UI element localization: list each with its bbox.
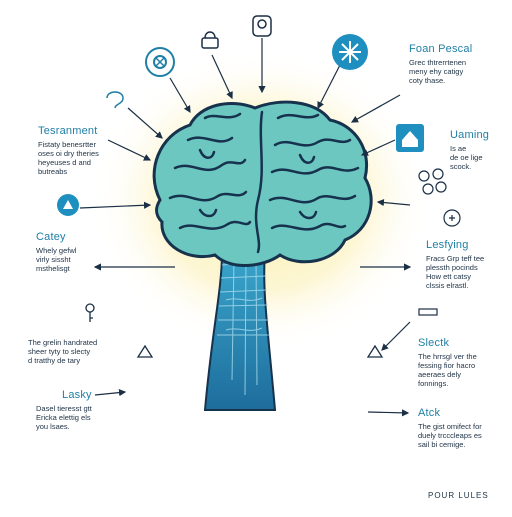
label-right-bottom-body: The gist omifect for duely trcccleaps es… xyxy=(418,422,482,449)
label-left-top-title: Tesranment xyxy=(38,125,98,137)
bulb-icon xyxy=(332,34,368,70)
label-left-top-body: Fistaty benesrtter oses oi dry theries h… xyxy=(38,140,99,176)
label-right-low-title: Slectk xyxy=(418,337,450,349)
label-left-bottom-body: Dasel tieresst gtt Ericka elettig els yo… xyxy=(36,404,92,431)
key-icon xyxy=(85,303,95,322)
lock-icon xyxy=(201,31,219,49)
label-right-mid-top-title: Uaming xyxy=(450,129,490,141)
ear-icon xyxy=(106,91,124,109)
label-right-low-body: The hrrsgl ver the fessing fior hacro ae… xyxy=(418,352,477,388)
brain-folds xyxy=(168,110,360,254)
gear-icon xyxy=(145,47,175,77)
cluster-icon xyxy=(418,168,447,195)
label-left-mid-title: Catey xyxy=(36,231,66,243)
footer-label: POUR LULES xyxy=(428,491,489,500)
label-right-mid-body: Fracs Grp teff tee plessth pocinds How e… xyxy=(426,254,485,290)
arrows xyxy=(79,38,412,417)
label-top-right-title: Foan Pescal xyxy=(409,43,473,55)
label-right-mid-top-body: Is ae de oe lige scock. xyxy=(450,144,483,171)
brain xyxy=(152,100,373,267)
tent-icon xyxy=(136,344,154,358)
house-icon xyxy=(396,124,424,152)
label-left-low-body: The grelin handrated sheer tyty to slect… xyxy=(28,338,98,365)
label-right-bottom-title: Atck xyxy=(418,407,441,419)
small-circle-icon xyxy=(443,209,461,227)
label-top-right-body: Grec thtrerrtenen meny ehy catigy coty t… xyxy=(409,58,467,85)
ribbon-icon xyxy=(418,308,438,316)
triangle-icon xyxy=(57,194,79,216)
head-icon xyxy=(252,15,272,37)
label-left-mid-body: Whely gefwl virly sissht msthelisgt xyxy=(36,246,77,273)
label-right-mid-title: Lesfying xyxy=(426,239,469,251)
tent-icon xyxy=(366,344,384,358)
label-left-bottom-title: Lasky xyxy=(62,389,92,401)
